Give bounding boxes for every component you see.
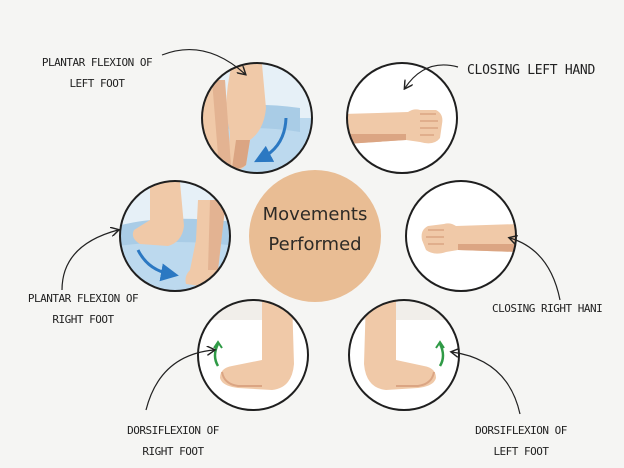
center-title-line2: Performed [250, 230, 380, 260]
arrow-plantar-right [62, 230, 118, 290]
label-line: PLANTAR FLEXION OF [22, 52, 172, 73]
label-line: RIGHT FOOT [8, 309, 158, 330]
label-plantar-flexion-left-foot: PLANTAR FLEXION OF LEFT FOOT [22, 52, 172, 94]
arrow-dorsi-left [452, 352, 520, 414]
label-line: PLANTAR FLEXION OF [8, 288, 158, 309]
label-line: DORSIFLEXION OF [98, 420, 248, 441]
label-plantar-flexion-right-foot: PLANTAR FLEXION OF RIGHT FOOT [8, 288, 158, 330]
plantar-flexion-right-foot-illustration [118, 180, 238, 300]
label-dorsiflexion-right-foot: DORSIFLEXION OF RIGHT FOOT [98, 420, 248, 462]
label-line: LEFT FOOT [446, 441, 596, 462]
plantar-flexion-left-foot-illustration [200, 60, 320, 180]
label-line: CLOSING RIGHT HANI [492, 298, 624, 319]
center-title: Movements Performed [250, 200, 380, 260]
dorsiflexion-right-foot-illustration [198, 298, 308, 410]
closing-right-hand-illustration [406, 181, 518, 291]
label-line: CLOSING LEFT HAND [456, 60, 606, 81]
label-line: RIGHT FOOT [98, 441, 248, 462]
label-line: DORSIFLEXION OF [446, 420, 596, 441]
label-closing-right-hand: CLOSING RIGHT HANI [492, 298, 624, 319]
dorsiflexion-left-foot-illustration [349, 298, 459, 410]
center-title-line1: Movements [250, 200, 380, 230]
label-dorsiflexion-left-foot: DORSIFLEXION OF LEFT FOOT [446, 420, 596, 462]
arrow-closing-right [510, 238, 560, 300]
closing-left-hand-illustration [345, 63, 457, 173]
label-closing-left-hand: CLOSING LEFT HAND [456, 60, 606, 81]
label-line: LEFT FOOT [22, 73, 172, 94]
